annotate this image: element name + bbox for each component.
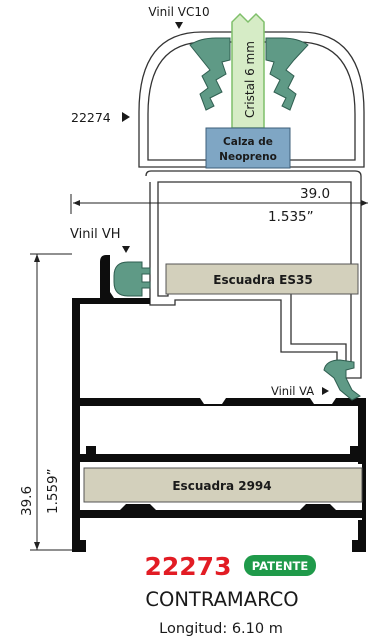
- width-in: 1.535”: [268, 209, 314, 225]
- bracket-es35-label: Escuadra ES35: [213, 273, 312, 287]
- width-mm: 39.0: [300, 186, 330, 202]
- glass-label: Cristal 6 mm: [243, 41, 257, 118]
- shim-label-line1: Calza de: [223, 136, 273, 148]
- product-title: 22273: [145, 552, 232, 581]
- height-in: 1.559”: [45, 468, 61, 514]
- bracket-es35: Escuadra ES35: [165, 263, 359, 295]
- vinyl-vc10: [189, 37, 309, 111]
- vinyl-va-label: Vinil VA: [271, 384, 314, 398]
- profile-22274-label: 22274: [71, 110, 111, 125]
- height-mm: 39.6: [19, 486, 35, 516]
- patent-badge-label: PATENTE: [252, 559, 309, 573]
- arrow-right-icon: [122, 112, 130, 122]
- product-code: 22273: [145, 552, 232, 581]
- vinyl-vh-label: Vinil VH: [70, 227, 120, 242]
- neoprene-shim: Calza de Neopreno: [205, 127, 291, 169]
- bracket-2994: Escuadra 2994: [83, 467, 363, 503]
- glass-panel: Cristal 6 mm: [231, 12, 265, 129]
- width-dimension: 39.0 1.535”: [70, 186, 368, 225]
- vinyl-vh: [113, 261, 151, 297]
- profile-22273: [72, 255, 366, 552]
- arrow-down-icon: [122, 246, 130, 253]
- height-dimension: 39.6 1.559”: [19, 253, 72, 551]
- product-length: Longitud: 6.10 m: [159, 621, 283, 637]
- patent-badge: PATENTE: [244, 555, 316, 576]
- arrow-down-icon: [175, 22, 183, 29]
- shim-label-line2: Neopreno: [219, 151, 277, 163]
- bracket-2994-label: Escuadra 2994: [172, 479, 271, 493]
- vinyl-va: [323, 359, 361, 401]
- arrow-right-icon: [322, 387, 329, 395]
- product-name: CONTRAMARCO: [145, 588, 298, 611]
- vinyl-vc10-label: Vinil VC10: [148, 5, 209, 19]
